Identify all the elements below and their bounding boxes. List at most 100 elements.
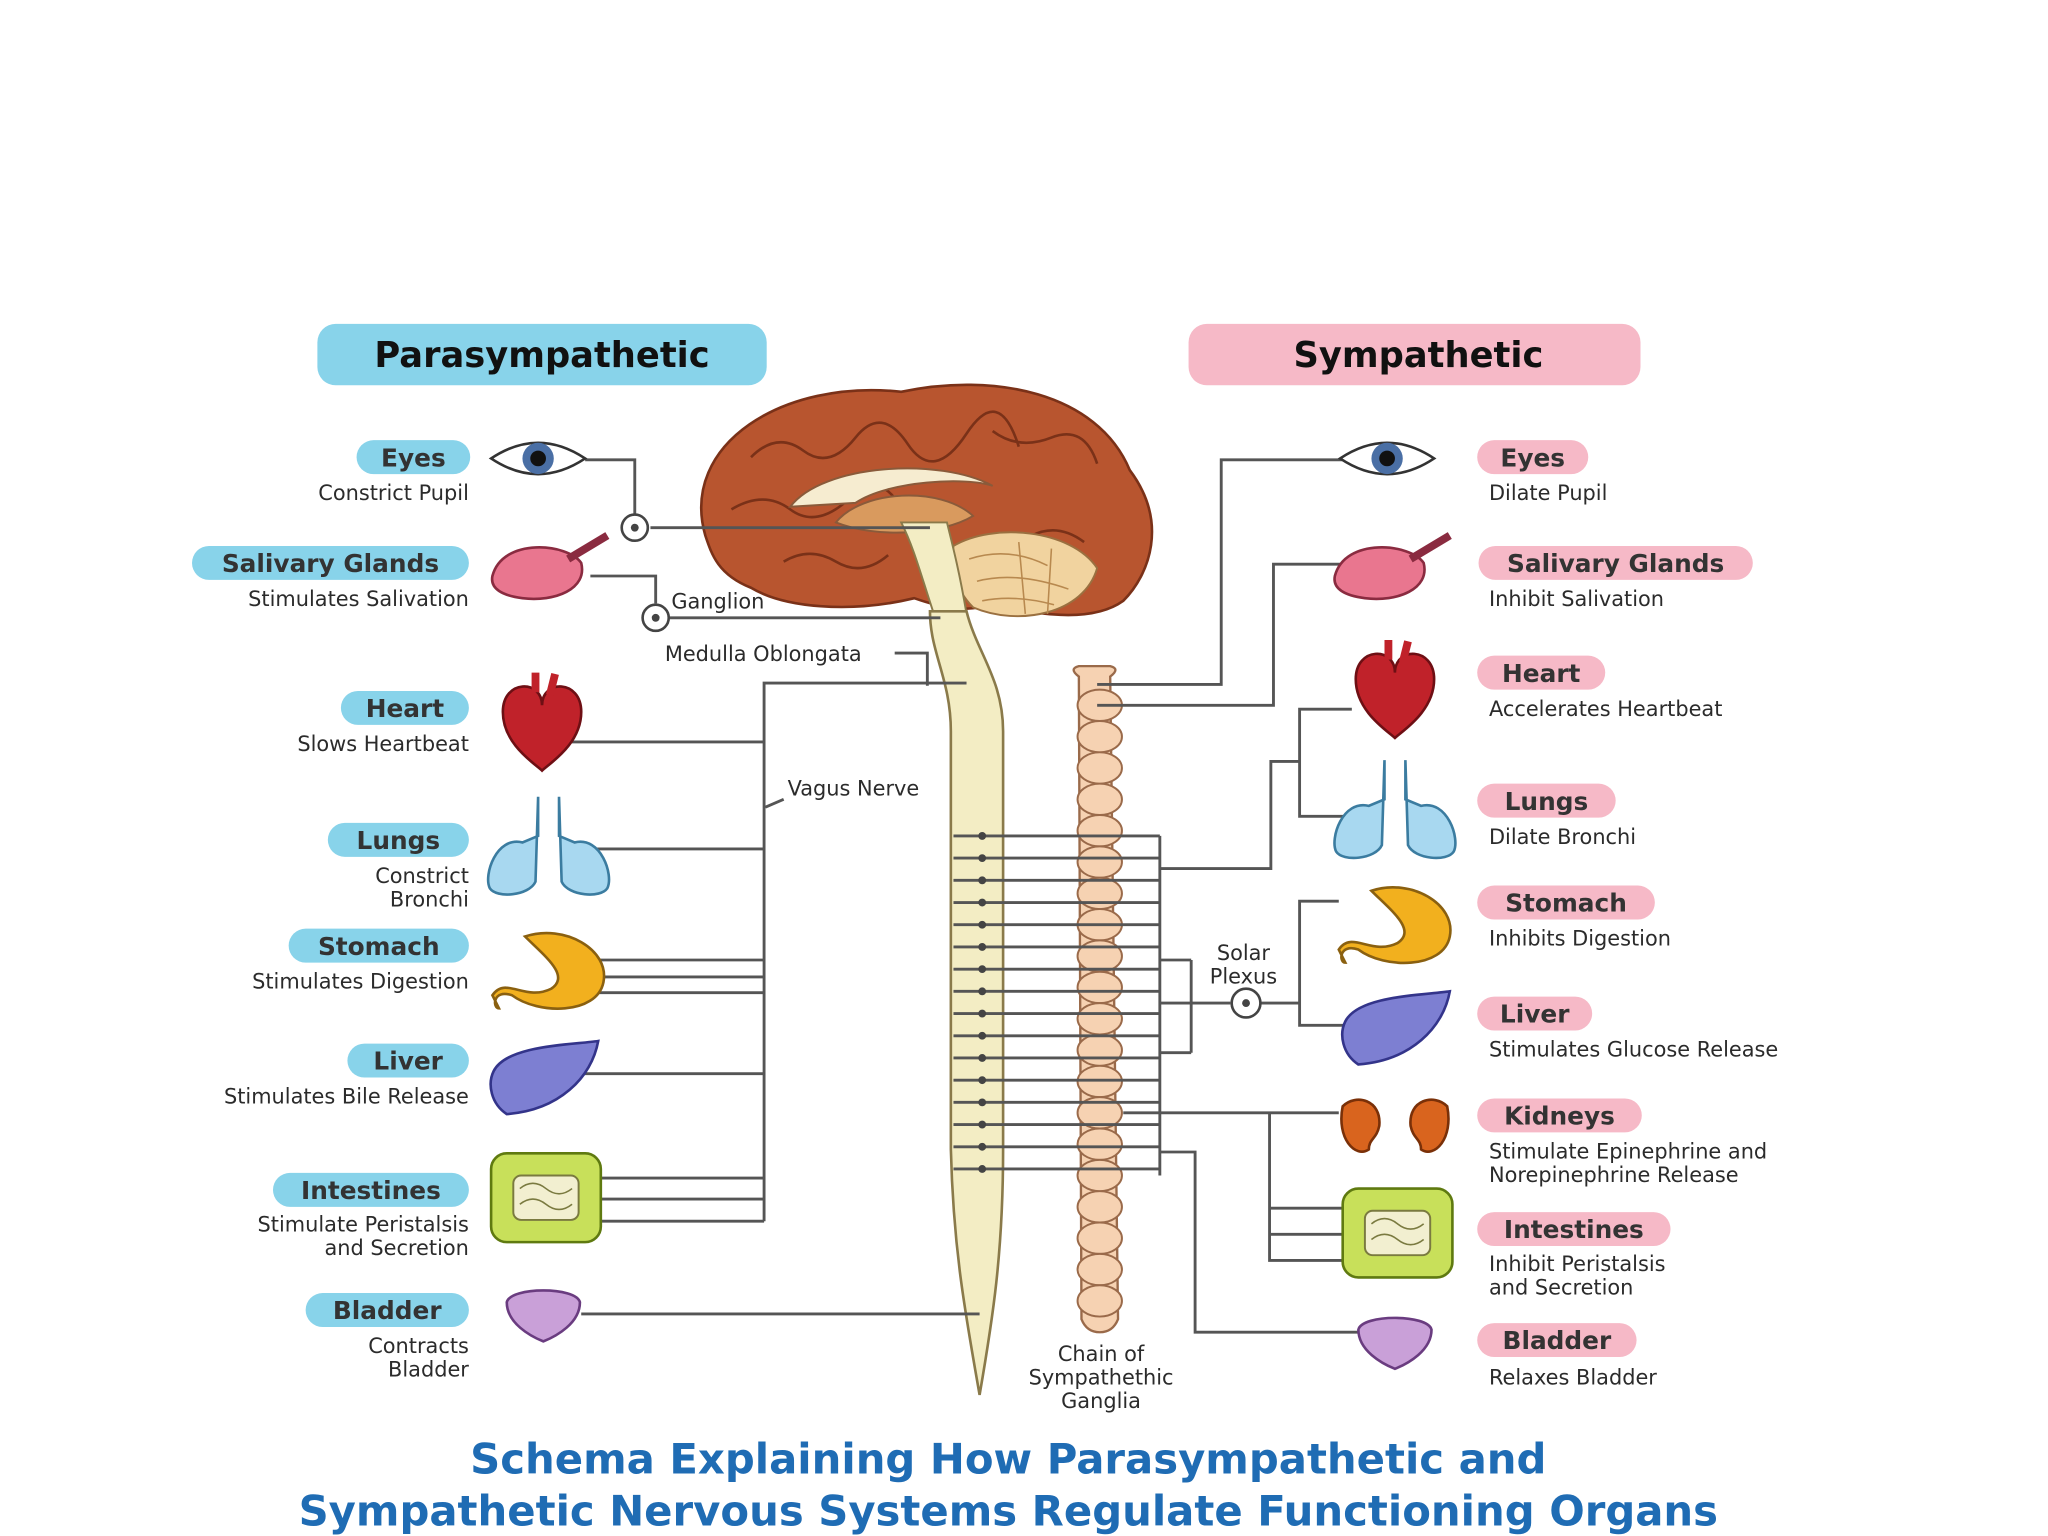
heart-icon (501, 672, 583, 773)
sympathetic-eyes-effect: Dilate Pupil (1489, 481, 1607, 505)
ganglion-bead (1076, 751, 1123, 785)
spinal-cord (928, 609, 1005, 1396)
sympathetic-heart-name: Heart (1502, 659, 1581, 688)
parasympathetic-eyes-effect: Constrict Pupil (318, 481, 469, 505)
ganglion-bead (1076, 1252, 1123, 1287)
parasympathetic-eyes-pill (356, 440, 471, 475)
eye-icon (488, 441, 588, 476)
sympathetic-liver-name: Liver (1500, 1000, 1570, 1029)
parasympathetic-intestines-effect: and Secretion (324, 1236, 468, 1260)
intestines-icon (1341, 1187, 1454, 1279)
parasympathetic-stomach-pill (288, 928, 469, 963)
ganglion-bead (1076, 814, 1123, 848)
stomach-icon (1337, 886, 1452, 965)
parasympathetic-liver-effect: Stimulates Bile Release (224, 1085, 469, 1109)
ganglion-bead (1076, 782, 1123, 816)
parasympathetic-stomach-name: Stomach (318, 932, 440, 961)
sympathetic-lungs-pill (1477, 783, 1616, 818)
ganglion-bead (1076, 1284, 1123, 1318)
sympathetic-liver-effect: Stimulates Glucose Release (1489, 1038, 1778, 1062)
spinal-node (978, 1054, 987, 1062)
sympathetic-lungs-name: Lungs (1505, 787, 1589, 816)
parasympathetic-salivary-glands-pill (192, 545, 469, 580)
nerve-lines (548, 458, 1359, 1334)
ganglion-bead (1076, 876, 1123, 911)
spinal-node (978, 876, 987, 885)
sympathetic-kidneys-name: Kidneys (1504, 1102, 1615, 1131)
parasympathetic-header: Parasympathetic (317, 323, 767, 386)
kidneys-icon (1340, 1098, 1450, 1153)
solar-plexus-label-line2: Plexus (1210, 965, 1277, 989)
parasympathetic-lungs-effect: Bronchi (390, 887, 469, 911)
sympathetic-salivary-glands-pill (1478, 545, 1753, 580)
ganglion-bead (1076, 970, 1123, 1005)
parasympathetic-heart-effect: Slows Heartbeat (297, 732, 469, 756)
spinal-node (978, 920, 987, 929)
parasympathetic-liver-pill (347, 1043, 469, 1078)
bladder-icon (1357, 1316, 1433, 1371)
parasympathetic-intestines-name: Intestines (301, 1176, 441, 1205)
spinal-node (978, 832, 987, 840)
parasympathetic-heart-name: Heart (366, 694, 445, 723)
salivary-gland-icon (490, 532, 610, 601)
lungs-icon (486, 796, 611, 896)
parasympathetic-heart-pill (340, 690, 469, 725)
sympathetic-bladder-pill (1477, 1323, 1637, 1358)
spinal-node (978, 1165, 987, 1173)
parasympathetic-liver-name: Liver (373, 1047, 443, 1076)
spinal-node (978, 854, 987, 863)
spinal-node (978, 1142, 987, 1151)
ganglion-bead (1076, 1002, 1123, 1036)
sympathetic-lungs-effect: Dilate Bronchi (1489, 825, 1636, 849)
salivary-gland-icon (1333, 532, 1452, 601)
spinal-node (978, 1009, 987, 1018)
solar-plexus-label-line1: Solar (1217, 941, 1271, 965)
spinal-node (978, 1031, 987, 1040)
parasympathetic-salivary-glands-effect: Stimulates Salivation (248, 587, 469, 611)
sympathetic-eyes-pill (1477, 440, 1589, 475)
sympathetic-stomach-name: Stomach (1505, 889, 1627, 918)
sympathetic-kidneys-pill (1477, 1098, 1642, 1133)
parasympathetic-bladder-effect: Contracts (368, 1334, 469, 1358)
ganglion-bead (1076, 939, 1123, 973)
sympathetic-heart-pill (1477, 655, 1606, 690)
sympathetic-intestines-effect: Inhibit Peristalsis (1489, 1252, 1666, 1276)
chain-label-line2: Sympathethic (1029, 1365, 1174, 1389)
ganglion-label: Ganglion (671, 590, 764, 614)
sympathetic-salivary-glands-effect: Inhibit Salivation (1489, 587, 1664, 611)
spinal-node (978, 1098, 987, 1107)
spinal-node (978, 1076, 987, 1085)
parasympathetic-bladder-pill (305, 1293, 469, 1328)
sympathetic-liver-pill (1477, 996, 1593, 1031)
parasympathetic-lungs-pill (327, 822, 469, 857)
parasympathetic-stomach-effect: Stimulates Digestion (252, 970, 469, 994)
parasympathetic-lungs-name: Lungs (357, 826, 441, 855)
parasympathetic-intestines-pill (272, 1172, 469, 1207)
sympathetic-stomach-pill (1477, 885, 1655, 920)
chain-label-line1: Chain of (1058, 1342, 1145, 1366)
ganglion-bead (1076, 1033, 1123, 1067)
spinal-node (978, 987, 987, 996)
parasympathetic-intestines-effect: Stimulate Peristalsis (258, 1213, 469, 1237)
parasympathetic-eyes-name: Eyes (381, 443, 446, 472)
sympathetic-heart-effect: Accelerates Heartbeat (1489, 697, 1722, 721)
ganglion-bead (1076, 1127, 1123, 1161)
